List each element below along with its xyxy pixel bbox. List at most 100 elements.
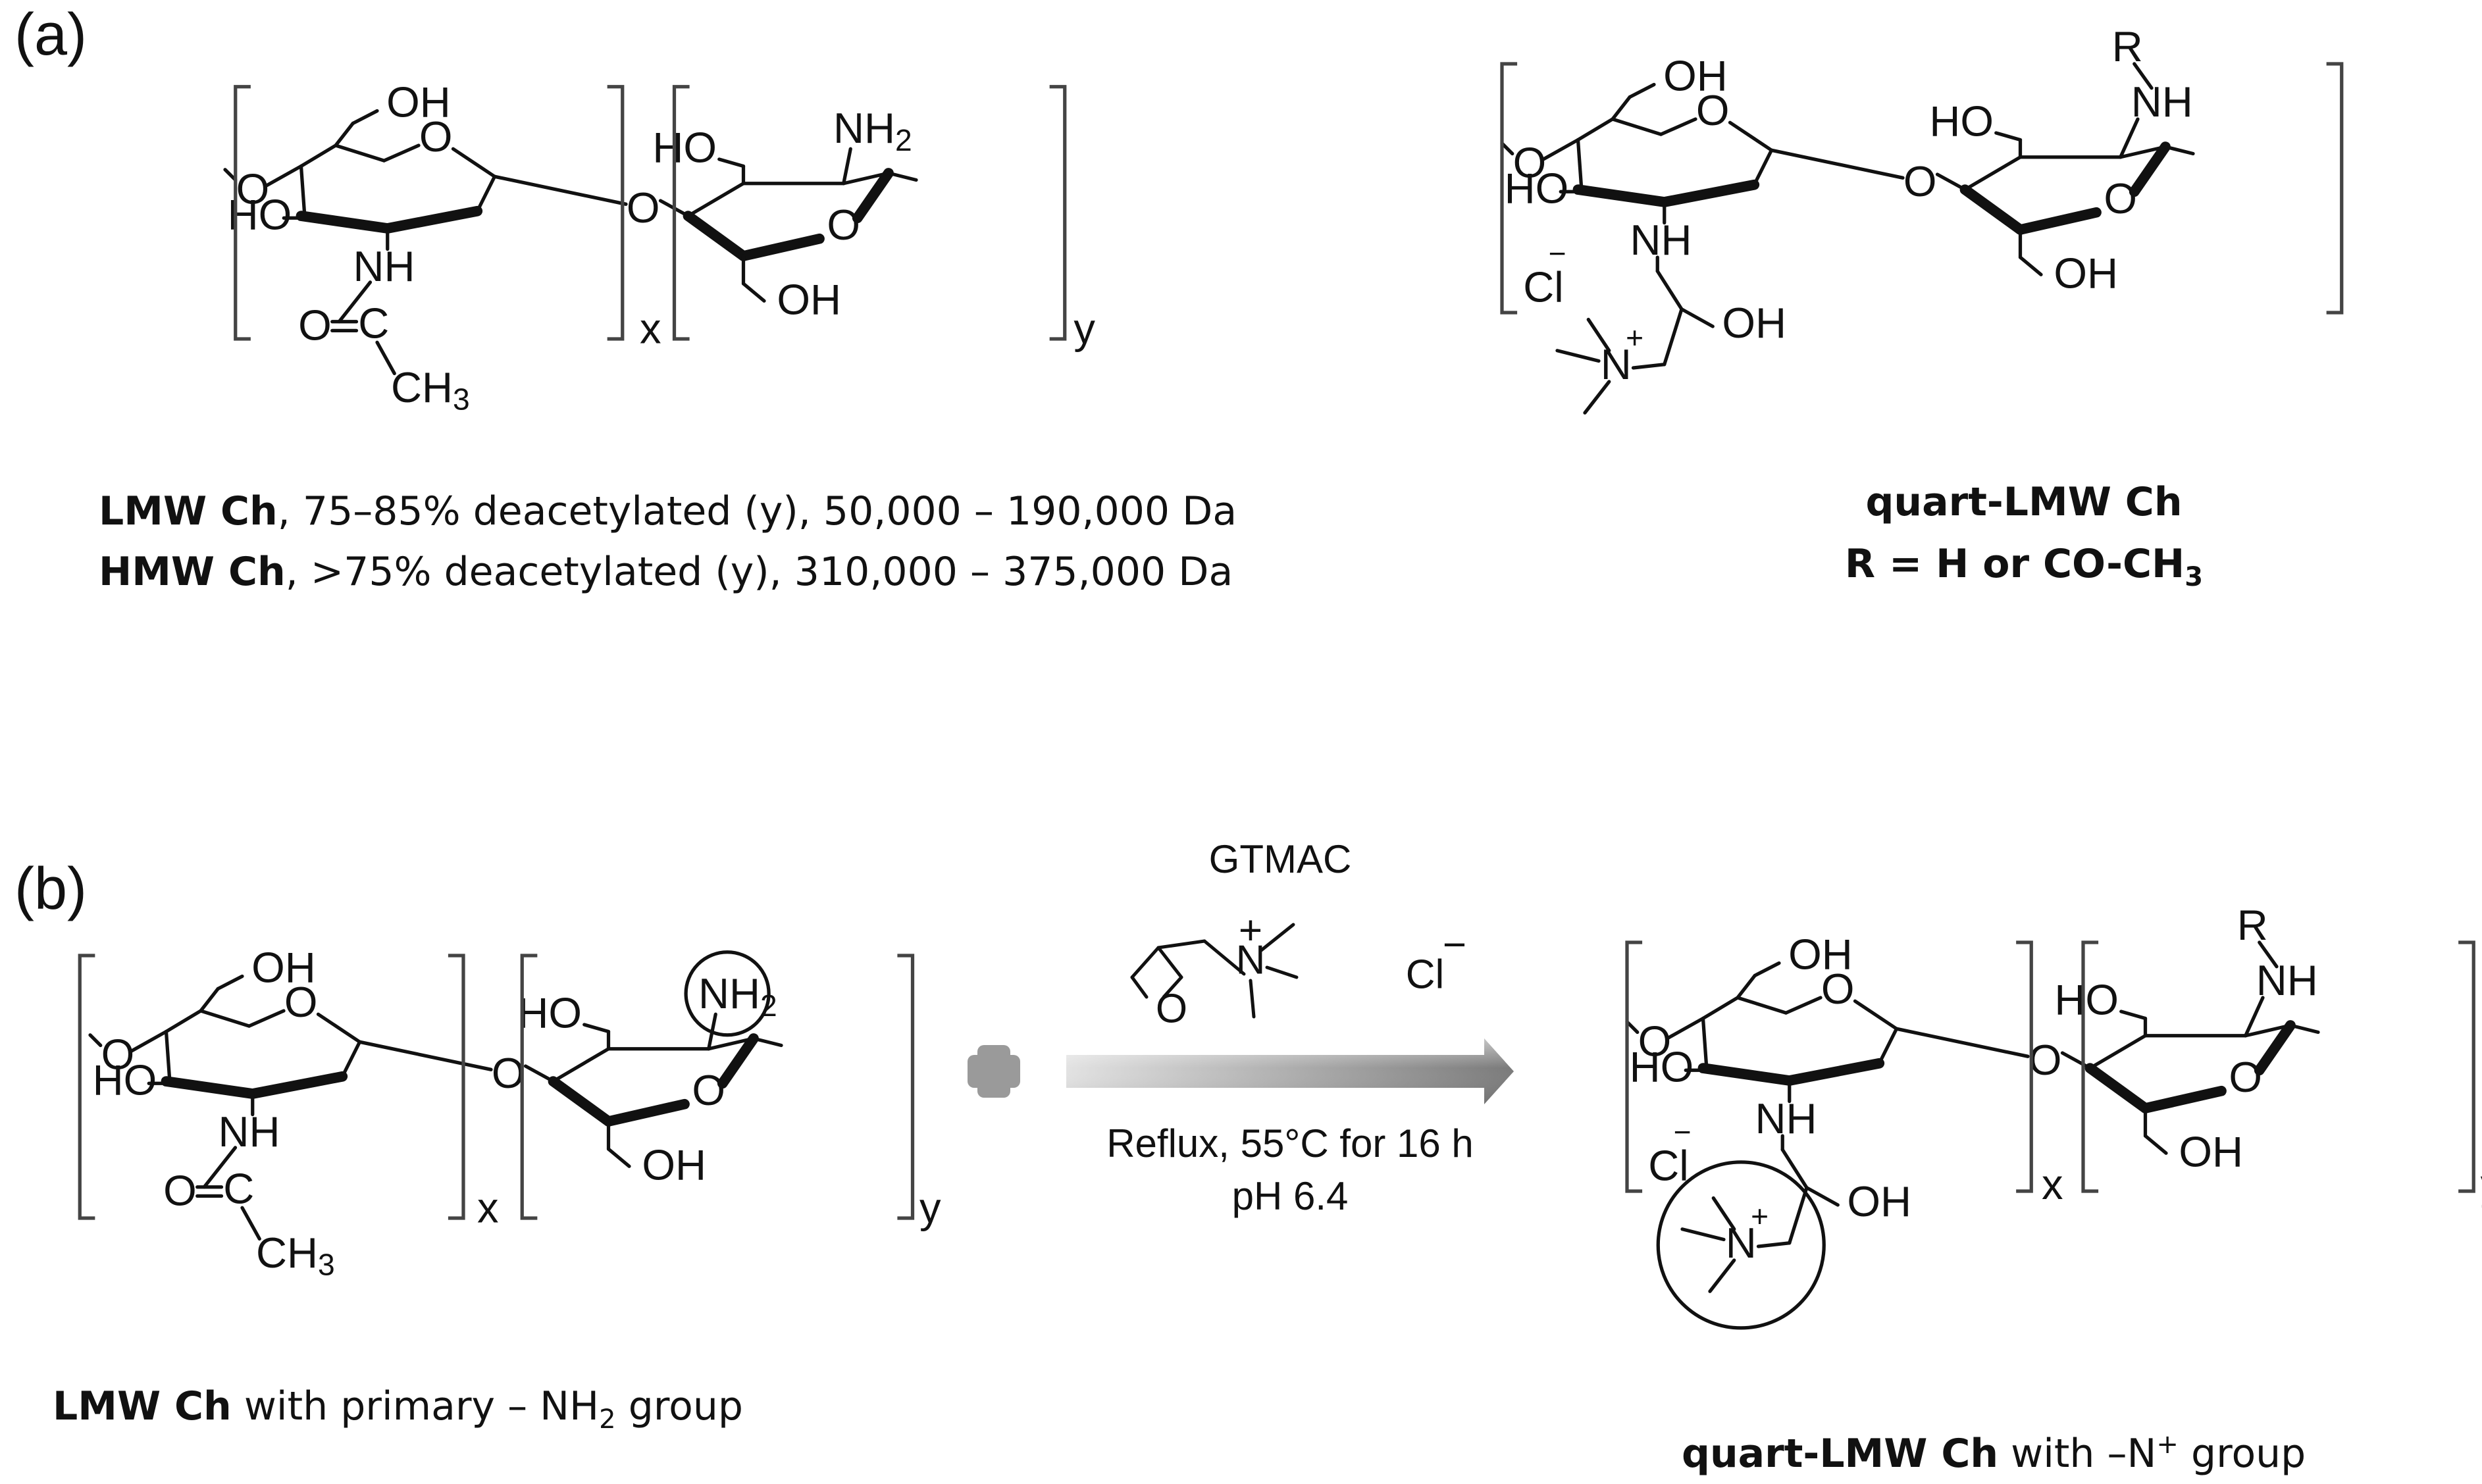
glycosidic-oxygen-label: O (1638, 1017, 1672, 1065)
bracket-y-right (1049, 85, 1067, 341)
bond-line (1701, 1016, 1709, 1069)
bond-line (2018, 255, 2043, 276)
subscript-y-label: y (2481, 1160, 2482, 1208)
bond-line (2119, 145, 2167, 159)
bond-line (299, 164, 307, 217)
ring-bold-bond (2015, 207, 2102, 235)
bond-line (1805, 1186, 1840, 1207)
glycosidic-oxygen-label: O (492, 1049, 525, 1097)
bond-line (1628, 82, 1656, 99)
bond-line (1156, 946, 1183, 979)
bracket-x-right (448, 954, 465, 1220)
quart-lmw-ch-structure-b: OOHOHONHOHOOOHNHRxyOHN+Cl− (1625, 901, 2482, 1330)
quaternary-nitrogen-label: N (1236, 937, 1266, 983)
bond-line (1736, 996, 1788, 1015)
glycosidic-bond (1894, 1027, 2030, 1058)
nh-label: NH (2131, 78, 2193, 126)
ring-oxygen-label: O (2104, 174, 2137, 222)
ring-bold-bond (2140, 1085, 2227, 1113)
bond-line (1576, 117, 1615, 142)
ring-bold-bond (2129, 141, 2171, 197)
bond-line (334, 143, 386, 163)
chain-end-bond (752, 1036, 783, 1048)
bond-line (686, 182, 746, 218)
ho-label: HO (1630, 1042, 1694, 1090)
bond-line (1541, 138, 1580, 161)
reaction-conditions-line2: pH 6.4 (1231, 1174, 1349, 1218)
bond-line (1708, 1258, 1736, 1293)
reaction-conditions-line1: Reflux, 55°C for 16 h (1106, 1121, 1474, 1165)
product-desc-tail: group (2178, 1431, 2306, 1477)
oh-label: OH (1663, 51, 1728, 99)
bond-line (582, 1023, 611, 1034)
glycosidic-oxygen-label: O (627, 184, 660, 232)
bond-line (1752, 148, 1774, 187)
ho-label: HO (1505, 164, 1569, 212)
bond-line (717, 157, 746, 168)
gtmac-structure: ON+Cl− (1130, 908, 1466, 1031)
bond-line (2244, 996, 2265, 1038)
chain-end-bond (88, 1033, 103, 1048)
ring-bold-bond (161, 1076, 258, 1099)
bond-line (1736, 973, 1757, 1000)
bond-line (1156, 939, 1206, 950)
bond-line (1853, 999, 1899, 1031)
bond-line (247, 1009, 286, 1028)
chloride-label: Cl (1648, 1142, 1688, 1190)
ring-bold-bond (247, 1071, 348, 1099)
positive-charge-label: + (1626, 320, 1643, 355)
subscript-x-label: x (477, 1184, 499, 1232)
product-desc: with –N (1998, 1431, 2157, 1477)
glycosidic-oxygen-label: O (2029, 1036, 2062, 1084)
ring-bold-bond (1697, 1063, 1795, 1086)
ring-bold-bond (1659, 179, 1760, 207)
ho-label: HO (652, 124, 717, 172)
r-group-label: R (2112, 22, 2143, 70)
bond-line (1130, 946, 1160, 979)
caption-lmw-ch-details: , 75–85% deacetylated (y), 50,000 – 190,… (277, 488, 1237, 534)
ho-label: HO (517, 989, 582, 1037)
bracket-x-right (607, 85, 625, 341)
glycosidic-bond (1769, 148, 1905, 180)
bond-line (1249, 979, 1256, 1019)
caption-lmw-ch-name: LMW Ch (99, 488, 278, 534)
bond-line (164, 1029, 172, 1082)
ring-oxygen-label: O (692, 1066, 725, 1114)
caption-lmw-ch: LMW Ch, 75–85% deacetylated (y), 50,000 … (99, 487, 1237, 536)
bond-line (316, 1012, 362, 1044)
glycosidic-oxygen-label: O (236, 165, 270, 213)
bond-line (1655, 269, 1684, 311)
nh-label: NH (353, 242, 415, 290)
bond-line (1680, 307, 1715, 328)
ring-bold-bond (548, 1076, 614, 1127)
caption-hmw-ch-details: , >75% deacetylated (y), 310,000 – 375,0… (285, 549, 1233, 595)
product-desc-sup: + (2156, 1429, 2179, 1460)
bond-line (1583, 380, 1611, 415)
positive-charge-label: + (1751, 1199, 1769, 1233)
bond-line (199, 1009, 251, 1028)
chain-end-bond (2288, 1023, 2320, 1035)
reactant-desc: with primary – NH (231, 1383, 600, 1429)
ho-label: HO (2054, 976, 2119, 1024)
oh-label: OH (2179, 1128, 2243, 1176)
r-group-label: R (2237, 901, 2268, 949)
caption-reactant: LMW Ch with primary – NH2 group (53, 1382, 743, 1436)
bond-line (1753, 961, 1781, 978)
ring-bold-bond (2254, 1020, 2296, 1076)
negative-charge-label: − (1549, 236, 1566, 270)
glycosidic-oxygen-label: O (1513, 139, 1547, 187)
oh-label: OH (251, 943, 316, 991)
subscript-y-label: y (1073, 305, 1095, 353)
panel-b-label: (b) (14, 856, 87, 922)
bond-line (299, 143, 338, 168)
bond-line (240, 1206, 261, 1241)
bond-line (334, 121, 355, 147)
bond-line (265, 164, 303, 188)
nh2-highlight-circle (684, 950, 771, 1037)
carbonyl-carbon-label: C (358, 299, 389, 347)
bracket-y-right (2458, 940, 2475, 1193)
